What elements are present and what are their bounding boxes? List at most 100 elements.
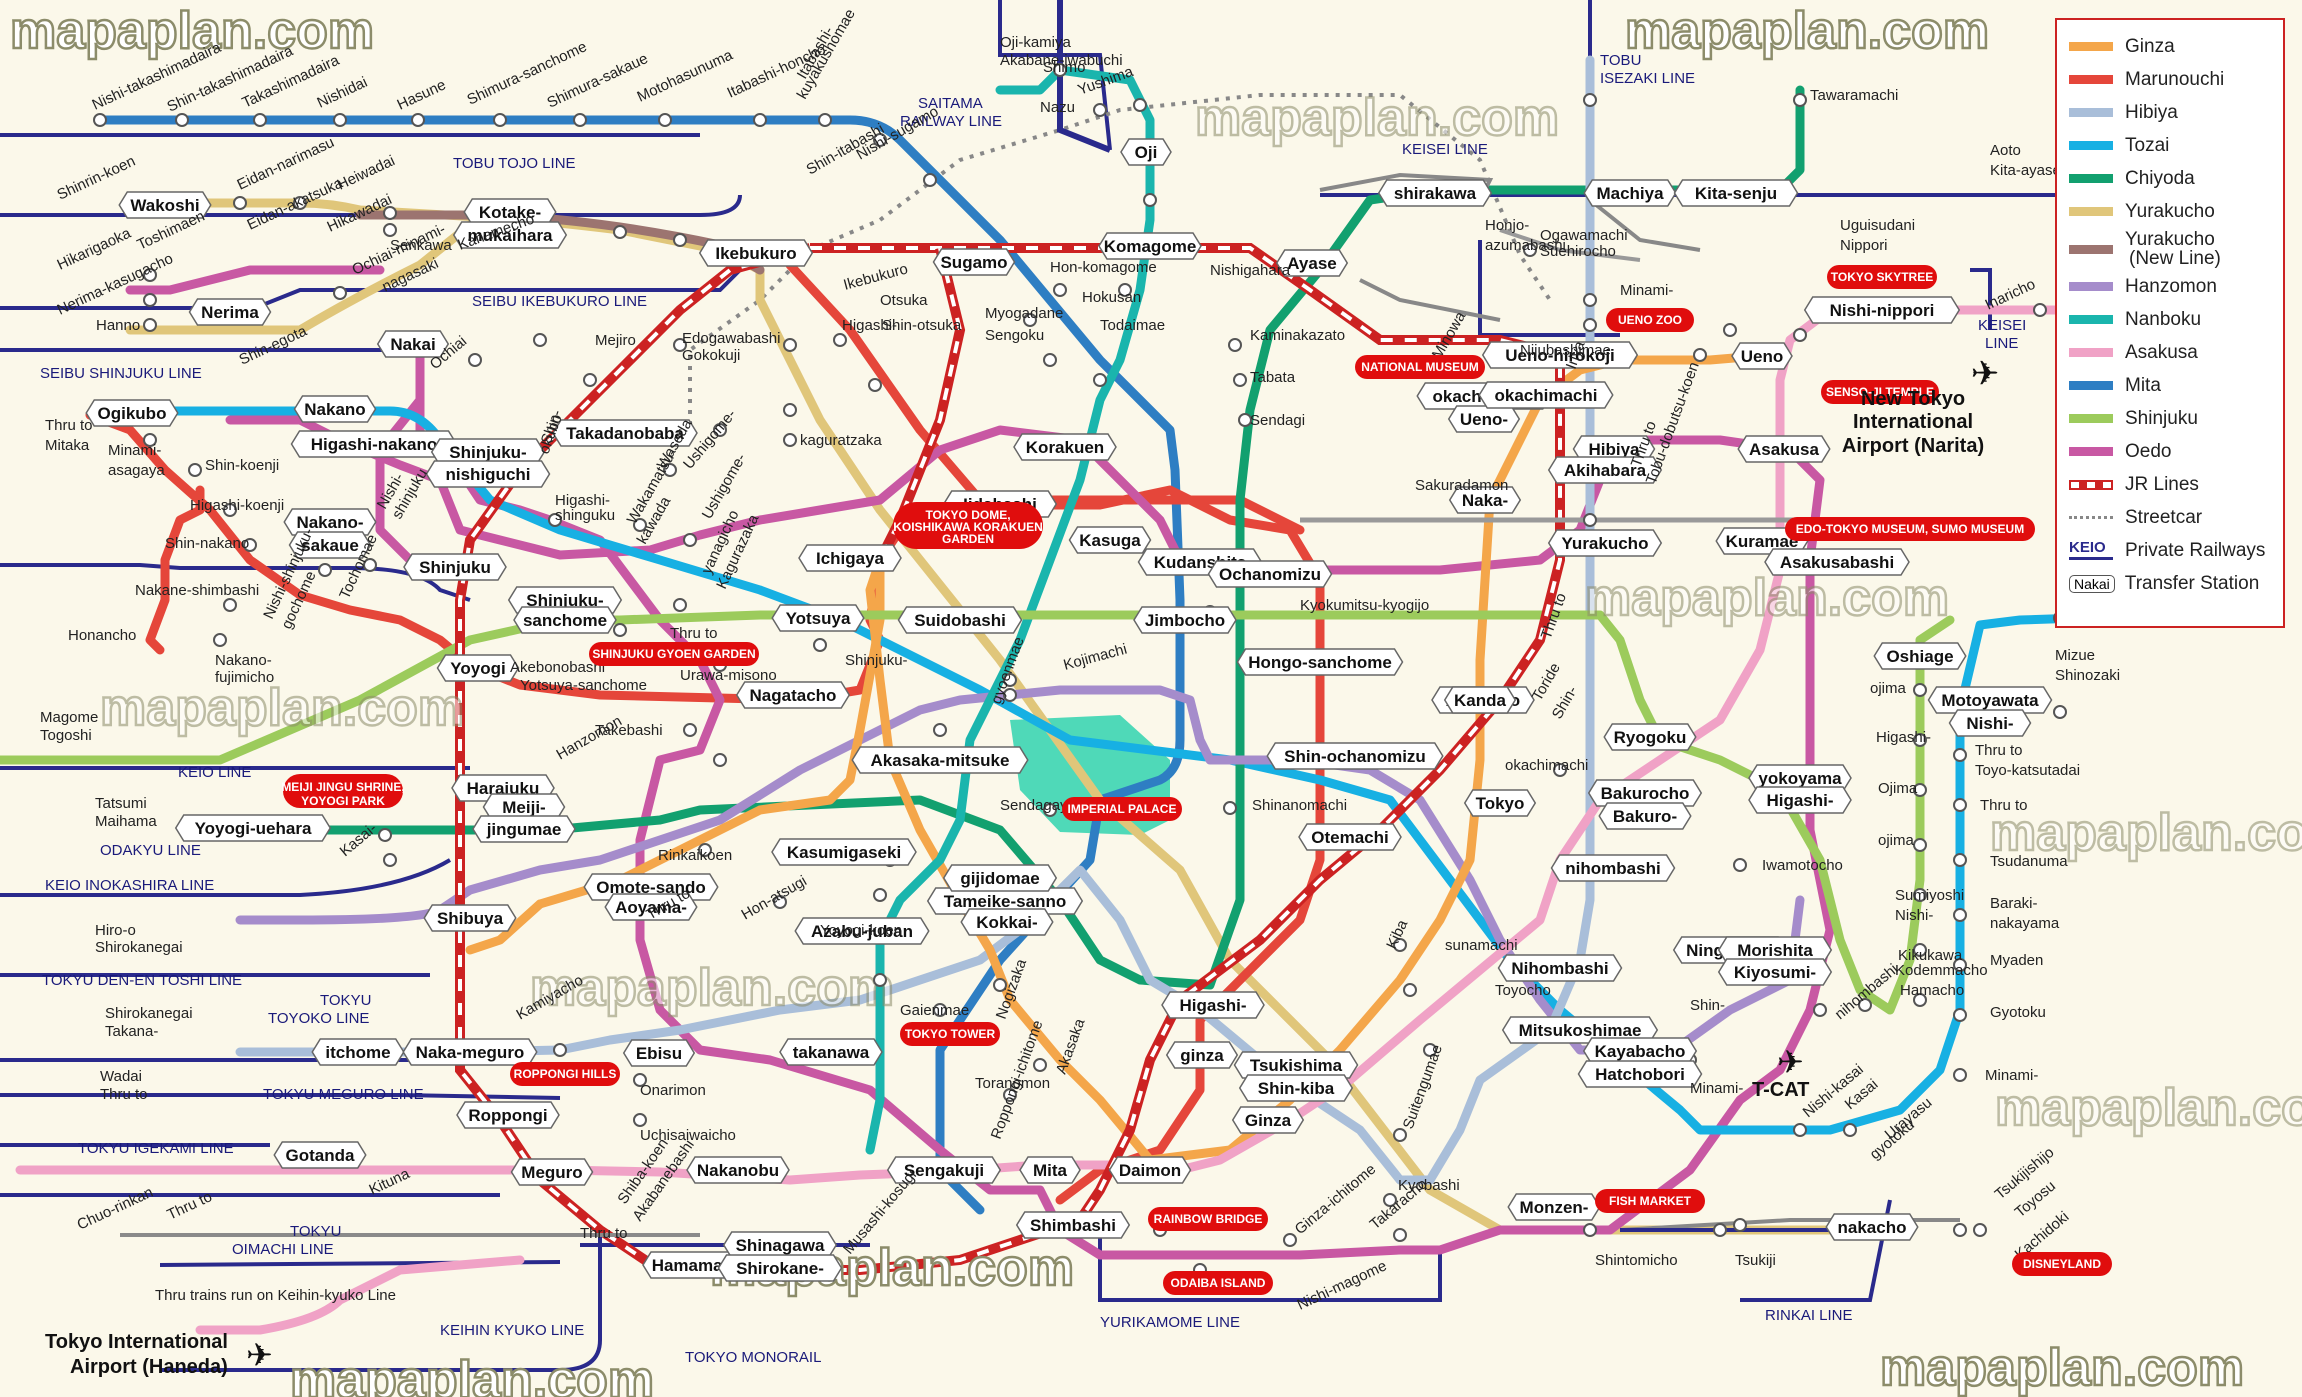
- transfer-station-box: [771, 604, 865, 632]
- transfer-station: Mita: [1019, 1156, 1081, 1184]
- transfer-station-label: Hibiya: [1588, 440, 1640, 459]
- transfer-station-label: Ebisu: [636, 1044, 682, 1063]
- station-label: Shinjuku-: [845, 652, 908, 669]
- transfer-station-label: Ichigaya: [816, 549, 885, 568]
- legend-swatch: [2069, 141, 2113, 150]
- transfer-station-label: Shin-ochanomizu: [1284, 747, 1426, 766]
- transfer-station-label: Shinjuku-: [449, 443, 526, 462]
- legend-swatch: [2069, 75, 2113, 84]
- transfer-station-box: [1019, 1156, 1081, 1184]
- tobu-tojo-label: TOBU TOJO LINE: [453, 155, 576, 172]
- transfer-station: Yotsuya: [771, 604, 865, 632]
- station-label: Sendagaya: [1000, 797, 1077, 814]
- station-label: Gaienmae: [900, 1002, 969, 1019]
- legend-label: Marunouchi: [2125, 69, 2225, 90]
- attraction-label: UENO ZOO: [1618, 313, 1682, 327]
- transfer-station-box: [1748, 786, 1852, 814]
- legend-swatch: [2069, 244, 2113, 254]
- streetcar-swatch: [2069, 516, 2113, 519]
- keisei-label-2: KEISEI: [1978, 317, 2026, 334]
- transfer-station: Higashi-: [1748, 786, 1852, 814]
- transfer-station: Kotake-: [463, 198, 557, 226]
- transfer-station: Aoyama-: [604, 893, 698, 921]
- transfer-station: Ebisu: [622, 1039, 696, 1067]
- transfer-station: Nakai: [376, 330, 450, 358]
- transfer-station-label: Bakurocho: [1601, 784, 1690, 803]
- narita-label-3: Airport (Narita): [1842, 435, 1984, 457]
- transfer-station: Shin-kiba: [1238, 1074, 1354, 1102]
- transfer-station-box: [1507, 1193, 1601, 1221]
- station-label: Maihama: [95, 813, 157, 830]
- transfer-station: Akihabara: [1547, 456, 1663, 484]
- attraction-pill: [1148, 1207, 1268, 1231]
- transfer-station-label: Omote-sando: [596, 878, 706, 897]
- tokyu-oimachi-label-1: TOKYU: [290, 1223, 341, 1240]
- transfer-station-box: [622, 1039, 696, 1067]
- station-label: Nishi-magome: [1295, 1257, 1390, 1313]
- tobu-isezaki-label-1: TOBU: [1600, 52, 1641, 69]
- transfer-station-label: Mita: [1033, 1161, 1068, 1180]
- transfer-station-label: Kasuga: [1079, 531, 1141, 550]
- yurikamome-label: YURIKAMOME LINE: [1100, 1314, 1240, 1331]
- transfer-station-box: [942, 864, 1058, 892]
- legend-row: Hanzomon: [2069, 270, 2271, 303]
- transfer-station: gijidomae: [942, 864, 1058, 892]
- legend-swatch: [2069, 174, 2113, 183]
- legend-row: Chiyoda: [2069, 162, 2271, 195]
- transfer-station: Takadanobaba: [552, 419, 698, 447]
- transfer-station: jingumae: [472, 815, 576, 843]
- transfer-station-box: [1577, 1060, 1703, 1088]
- transfer-station-box: [1547, 456, 1663, 484]
- saitama-label-1: SAITAMA: [918, 95, 983, 112]
- keisei-label-3: LINE: [1985, 335, 2018, 352]
- transfer-station-label: Ueno: [1741, 347, 1784, 366]
- transfer-station-box: [85, 399, 179, 427]
- attraction-pill: [1595, 1189, 1705, 1213]
- transfer-station-label: Nagatacho: [750, 686, 837, 705]
- station-label: Thru to: [45, 417, 93, 434]
- transfer-station-label: Kuramae: [1726, 532, 1799, 551]
- station-label: Thru to: [100, 1086, 148, 1103]
- transfer-station-box: [1298, 823, 1402, 851]
- transfer-station-label: Asakusabashi: [1780, 553, 1894, 572]
- transfer-station-label: Kokkai-: [976, 913, 1037, 932]
- station-label: Shinanomachi: [1252, 797, 1347, 814]
- transfer-station-label: Higashi-nakano: [311, 435, 438, 454]
- transfer-station-box: [288, 531, 372, 559]
- tokyu-igekami-label: TOKYU IGEKAMI LINE: [78, 1140, 234, 1157]
- legend-label: Chiyoda: [2125, 168, 2195, 189]
- transfer-station: Ueno-: [1447, 405, 1521, 433]
- station-label: Mejiro: [595, 332, 636, 349]
- station-label: Kyokumitsu-kyogijo: [1300, 597, 1429, 614]
- transfer-station: Asakusabashi: [1764, 548, 1910, 576]
- transfer-station-box: [698, 239, 814, 267]
- legend-label: Oedo: [2125, 441, 2172, 462]
- transfer-station: Shimbashi: [1015, 1211, 1131, 1239]
- transfer-station-label: Jimbocho: [1145, 611, 1225, 630]
- legend-private-label: Private Railways: [2125, 540, 2266, 561]
- transfer-station: Korakuen: [1013, 433, 1117, 461]
- rail-labels: TOBU TOJO LINE SEIBU IKEBUKURO LINE SEIB…: [40, 52, 2026, 1366]
- tokyo-monorail-label: TOKYO MONORAIL: [685, 1349, 821, 1366]
- svg-text:mapaplan.com: mapaplan.com: [1195, 89, 1559, 147]
- transfer-station-label: Shinjuku: [419, 558, 491, 577]
- transfer-station-box: [851, 746, 1029, 774]
- private-abbr: KEIO: [2069, 539, 2106, 556]
- transfer-station: Kuramae: [1715, 527, 1809, 555]
- transfer-station-label: ginza: [1180, 1046, 1224, 1065]
- transfer-station: Kanda: [1443, 686, 1517, 714]
- station-label: Shin-nakano: [165, 535, 249, 552]
- rinkai-label: RINKAI LINE: [1765, 1307, 1853, 1324]
- private-swatch: KEIO: [2069, 539, 2113, 560]
- transfer-station-box: [1275, 249, 1349, 277]
- transfer-station: Tsukishima: [1233, 1051, 1359, 1079]
- attraction-label: IMPERIAL PALACE: [1068, 802, 1177, 816]
- legend-swatch: [2069, 414, 2113, 423]
- transfer-station-box: [273, 1141, 367, 1169]
- attraction-pill: [1606, 308, 1694, 332]
- legend-row: Marunouchi: [2069, 63, 2271, 96]
- station-label: Gokokuji: [682, 347, 740, 364]
- transfer-station-box: [1233, 1051, 1359, 1079]
- transfer-station-label: Aoyama-: [615, 898, 687, 917]
- transfer-station-box: [1598, 802, 1692, 830]
